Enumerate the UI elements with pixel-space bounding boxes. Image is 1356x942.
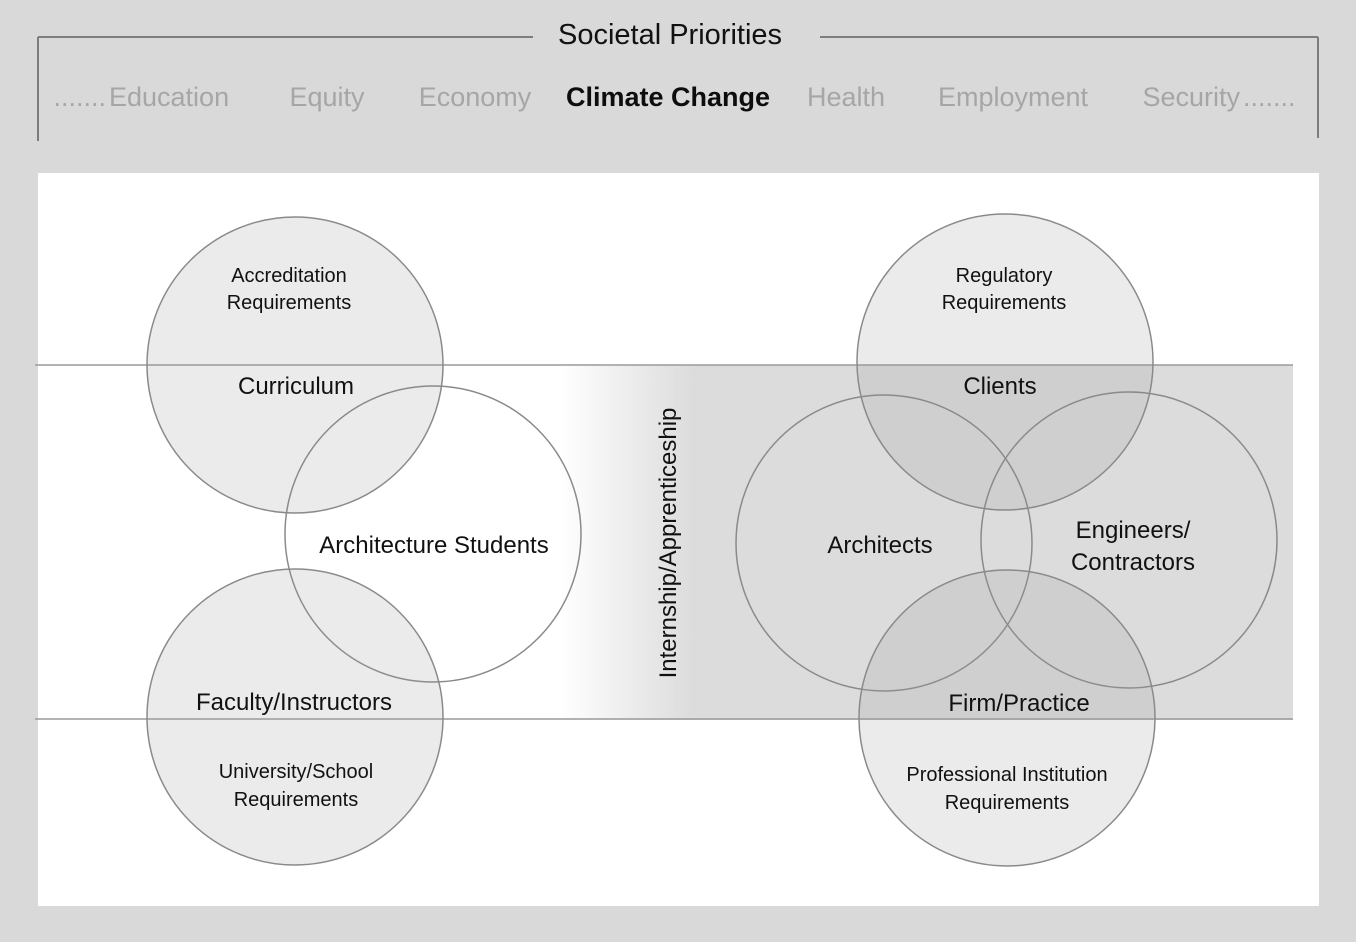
architects-label: Architects <box>827 532 932 559</box>
accreditation-label-line2: Requirements <box>227 292 352 314</box>
architects-circle <box>735 394 1033 692</box>
professional-label-line1: Professional Institution <box>906 764 1107 786</box>
engineers-circle <box>980 391 1278 689</box>
priority-equity: Equity <box>289 82 365 112</box>
regulatory-label-line1: Regulatory <box>956 265 1053 287</box>
accreditation-circle <box>146 216 444 514</box>
priorities-bracket <box>37 36 1319 141</box>
priority-security: Security <box>1142 82 1240 112</box>
priority-employment: Employment <box>938 82 1089 112</box>
students-circle <box>284 385 582 683</box>
priorities-trailing-dots: ....... <box>1243 82 1296 112</box>
priority-health: Health <box>807 82 885 112</box>
societal-priorities-title: Societal Priorities <box>558 19 782 51</box>
curriculum-label: Curriculum <box>238 373 354 400</box>
faculty-instructors-label: Faculty/Instructors <box>196 689 392 716</box>
clients-label: Clients <box>963 373 1036 400</box>
engineers-label-line2: Contractors <box>1071 549 1195 576</box>
transition-fade <box>560 365 693 720</box>
priorities-leading-dots: ....... <box>53 82 106 112</box>
internship-apprenticeship-label: Internship/Apprenticeship <box>655 408 682 679</box>
regulatory-circle <box>856 213 1154 511</box>
university-label-line1: University/School <box>219 761 374 783</box>
engineers-label-line1: Engineers/ <box>1076 517 1191 544</box>
architecture-students-label: Architecture Students <box>319 532 548 559</box>
university-circle <box>146 568 444 866</box>
priority-economy: Economy <box>419 82 532 112</box>
priority-climate-change: Climate Change <box>566 82 770 112</box>
regulatory-label-line2: Requirements <box>942 292 1067 314</box>
university-label-line2: Requirements <box>234 789 359 811</box>
practice-band <box>692 365 1293 720</box>
priority-education: Education <box>109 82 229 112</box>
firm-practice-label: Firm/Practice <box>948 690 1089 717</box>
professional-label-line2: Requirements <box>945 792 1070 814</box>
accreditation-label-line1: Accreditation <box>231 265 347 287</box>
professional-circle <box>858 569 1156 867</box>
